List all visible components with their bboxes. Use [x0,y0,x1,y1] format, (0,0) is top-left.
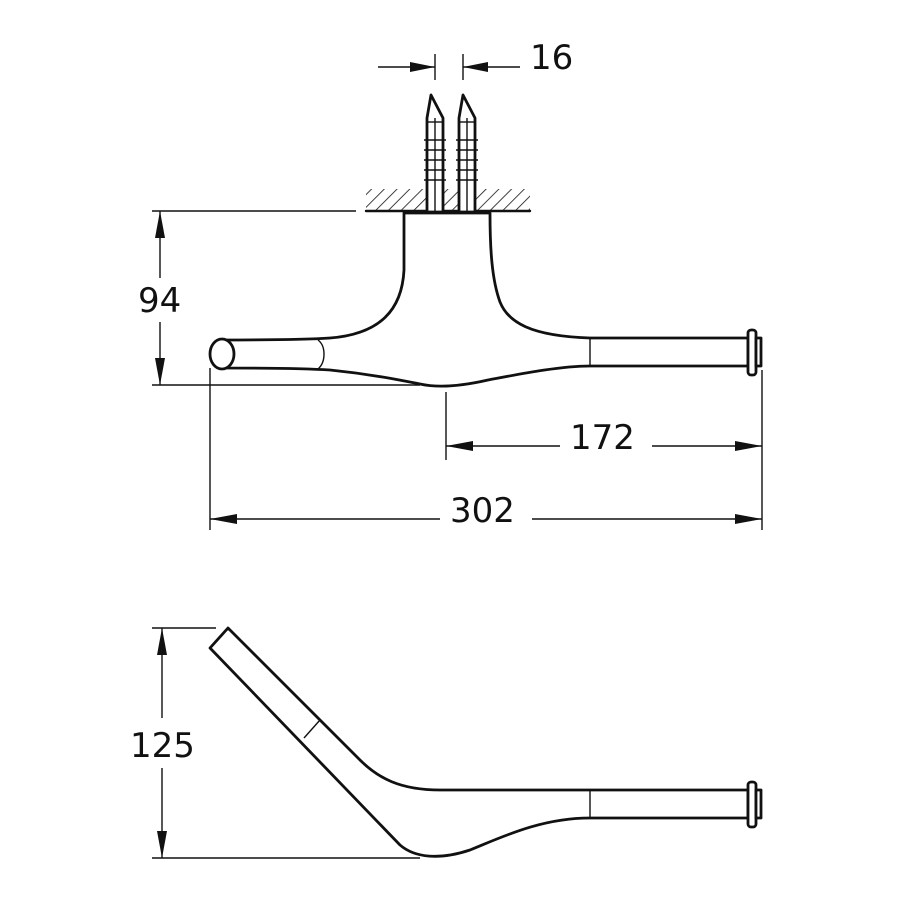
dim-label-302: 302 [450,491,515,531]
dim-label-94: 94 [138,281,181,321]
side-view: 125 [130,626,763,859]
dimension-125: 125 [130,628,195,858]
holder-body-side [208,626,750,858]
end-cap-tip-front [754,336,763,368]
dimension-16: 16 [378,38,573,80]
dim-label-125: 125 [130,726,195,766]
holder-body-front [220,211,750,388]
dimension-172: 172 [446,418,762,458]
rod-end-left [208,337,236,371]
dimension-94: 94 [138,211,181,385]
anchor-bolt-left [424,93,446,214]
end-cap-tip-side [754,788,763,820]
sleeve-joint-left [317,339,325,370]
sleeve-joint-side-left [303,719,321,739]
dim-label-16: 16 [530,38,573,78]
dimension-302: 302 [210,491,762,531]
anchor-bolt-right [456,93,478,214]
dim-label-172: 172 [570,418,635,458]
front-view: 16 94 172 302 [138,38,763,531]
wall-hatch [366,189,530,211]
